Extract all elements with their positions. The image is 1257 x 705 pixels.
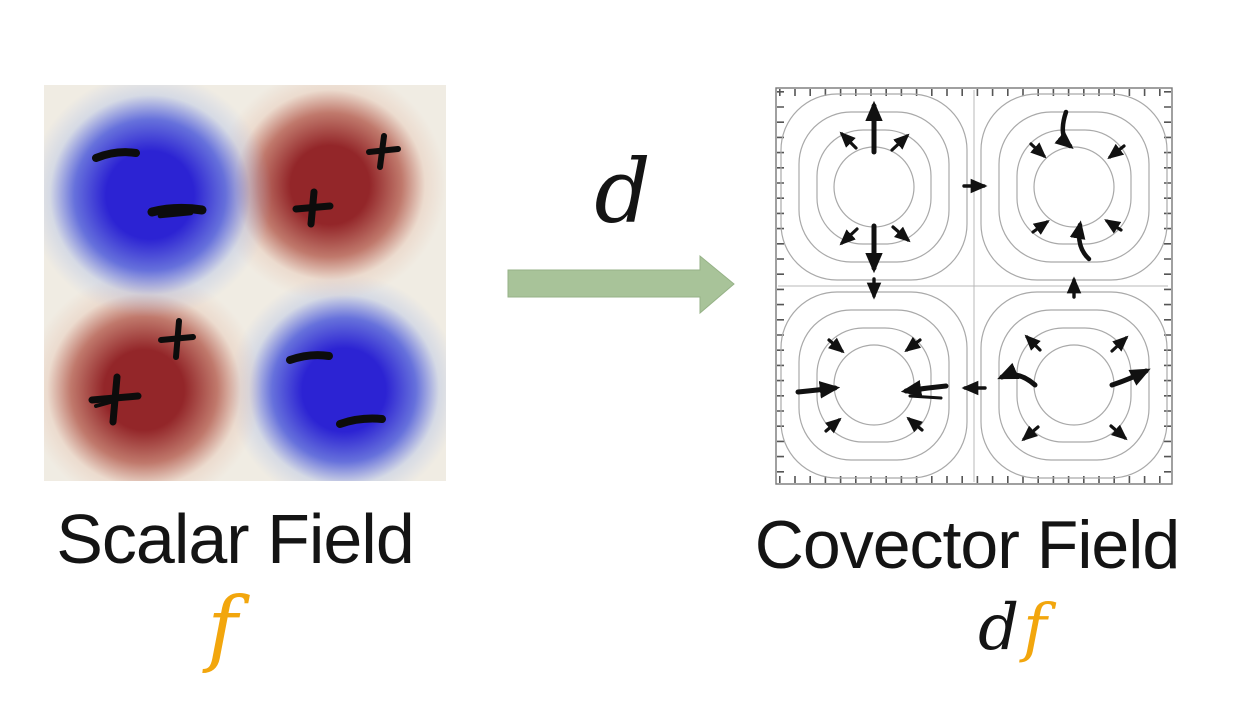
plus-sign [158, 318, 196, 360]
plus-sign [366, 133, 401, 170]
covector-field-symbol-df: df [900, 596, 1125, 660]
covector-field-plot [775, 87, 1173, 485]
df-symbol-f: f [1023, 591, 1047, 665]
minus-sign [147, 203, 207, 219]
exterior-derivative-operator-d: d [594, 140, 651, 243]
minus-sign [92, 148, 140, 162]
map-arrow [507, 254, 735, 315]
covector-field-title: Covector Field [754, 507, 1180, 583]
scalar-field-symbol-f: f [207, 581, 238, 676]
axis-cross [778, 90, 1168, 482]
minus-sign [286, 351, 333, 364]
df-symbol-d: d [978, 591, 1020, 665]
scalar-field-title: Scalar Field [56, 500, 415, 578]
plus-sign [292, 188, 334, 228]
minus-sign [336, 414, 386, 428]
covector-arrows [795, 100, 1151, 442]
plus-sign [88, 373, 142, 426]
scalar-sign-annotations [88, 133, 401, 428]
